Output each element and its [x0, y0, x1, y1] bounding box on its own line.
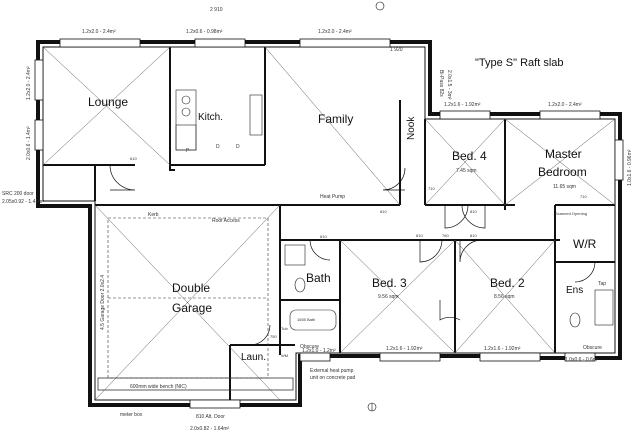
window-ens-bottom: 1.0x0.6 - 0.6m²: [565, 357, 599, 363]
label-d810d: 810: [470, 233, 477, 238]
window-garage-door: 2.0x0.82 - 1.64m²: [190, 426, 230, 432]
label-external-heat-pump: External heat pump: [310, 368, 354, 374]
roof-lines: [42, 46, 616, 401]
garage-details: [97, 217, 294, 391]
room-labels: Lounge Kitch. Family Nook Bed. 4 7.45 sq…: [88, 95, 597, 363]
room-wr: W/R: [573, 237, 597, 251]
label-ext-door: 810 Alt. Door: [196, 414, 225, 420]
kitchen-fixtures: [175, 89, 263, 151]
room-family: Family: [318, 112, 353, 126]
label-d-wm: WM: [281, 353, 288, 358]
label-scanned-opening: Scanned Opening: [555, 211, 587, 216]
label-dim-top: 2 910: [210, 7, 223, 13]
label-mark-p: P: [186, 148, 190, 154]
room-bed3: Bed. 3: [372, 276, 407, 290]
label-meter-box: meter box: [120, 412, 143, 418]
room-garage-line1: Double: [172, 281, 210, 295]
label-sectional-door-size: 2.05x0.92 - 1.41m²: [2, 199, 44, 205]
plan-title: "Type S" Raft slab: [475, 57, 564, 69]
window-lounge-side-2: 2.0x0.6 - 1.4m²: [26, 126, 32, 160]
room-bed2: Bed. 2: [490, 276, 525, 290]
window-master-side: 1.0x1.6 - 0.96m²: [627, 149, 633, 186]
label-dim-top-right: 1 920: [390, 47, 403, 53]
label-kerb: Kerb: [148, 212, 159, 218]
window-bypass-2: 2.0x1.5 - 3m²: [446, 70, 452, 100]
label-d810b: 810: [470, 209, 477, 214]
room-master-line2: Bedroom: [538, 165, 587, 179]
label-obscure-left: Obscure: [300, 344, 319, 350]
room-bed3-area: 9.56 sqm: [378, 294, 399, 300]
window-lounge-top: 1.2x2.0 - 2.4m²: [82, 29, 116, 35]
window-bed4-top: 1.2x1.6 - 1.92m²: [444, 102, 481, 108]
window-bed3-bottom: 1.2x1.6 - 1.92m²: [386, 346, 423, 352]
label-mark-d2: D: [236, 144, 240, 150]
label-roof-access: Roof Access: [212, 218, 240, 224]
label-d-tub: Tub: [281, 326, 289, 331]
windows: [34, 38, 624, 409]
label-sectional-door: SRC 200 door: [2, 191, 34, 197]
label-d760: 760: [442, 233, 449, 238]
window-annotations: 1.2x2.0 - 2.4m² 1.2x0.6 - 0.98m² 1.2x2.0…: [26, 29, 633, 432]
room-kitchen: Kitch.: [198, 112, 223, 123]
label-d610: 610: [130, 156, 137, 161]
window-family-top: 1.2x2.0 - 2.4m²: [318, 29, 352, 35]
window-bath-bottom: 1.2x1.0 - 1.2m²: [302, 348, 336, 354]
label-d710b: 710: [580, 194, 587, 199]
room-bed4-area: 7.45 sqm: [456, 168, 477, 174]
room-bed2-area: 8.56 sqm: [494, 294, 515, 300]
window-master-top: 1.2x2.0 - 2.4m²: [548, 102, 582, 108]
bath-fixtures: [284, 244, 614, 331]
plan-labels: Heat Pump Roof Access SRC 200 door 2.05x…: [2, 7, 606, 420]
room-bath: Bath: [306, 271, 331, 285]
room-nook: Nook: [406, 116, 417, 140]
label-d810e: 810: [320, 234, 327, 239]
label-bench: 600mm wide bench (NIC): [130, 384, 187, 390]
label-d710a: 710: [428, 186, 435, 191]
room-master-line1: Master: [545, 147, 582, 161]
room-garage-line2: Garage: [172, 301, 212, 315]
label-bath-size: 1655 Bath: [297, 317, 315, 322]
room-laundry: Laun.: [241, 352, 266, 363]
window-bed2-bottom: 1.2x1.6 - 1.92m²: [484, 346, 521, 352]
room-ens: Ens: [566, 285, 583, 296]
doors: [109, 164, 596, 346]
window-kitchen-top: 1.2x0.6 - 0.98m²: [186, 29, 223, 35]
section-markers: [367, 1, 385, 412]
label-external-heat-pump-2: unit on concrete pad: [310, 375, 356, 381]
label-obscure-right: Obscure: [583, 345, 602, 351]
label-laundry-area: 750: [270, 334, 277, 339]
window-lounge-side-1: 1.2x2.0 - 2.4m²: [26, 66, 32, 100]
window-bypass: Bi-Pass 82s: [438, 70, 444, 97]
room-lounge: Lounge: [88, 95, 128, 109]
label-d810a: 810: [380, 209, 387, 214]
room-master-area: 11.65 sqm: [553, 184, 576, 190]
label-tap: Tap: [598, 281, 606, 287]
label-mark-d: D: [216, 144, 220, 150]
label-d810c: 810: [416, 233, 423, 238]
room-bed4: Bed. 4: [452, 149, 487, 163]
label-garage-door-note: 4.5 Garage Door 2.0x2.4: [100, 275, 106, 330]
label-heat-pump: Heat Pump: [320, 194, 345, 200]
